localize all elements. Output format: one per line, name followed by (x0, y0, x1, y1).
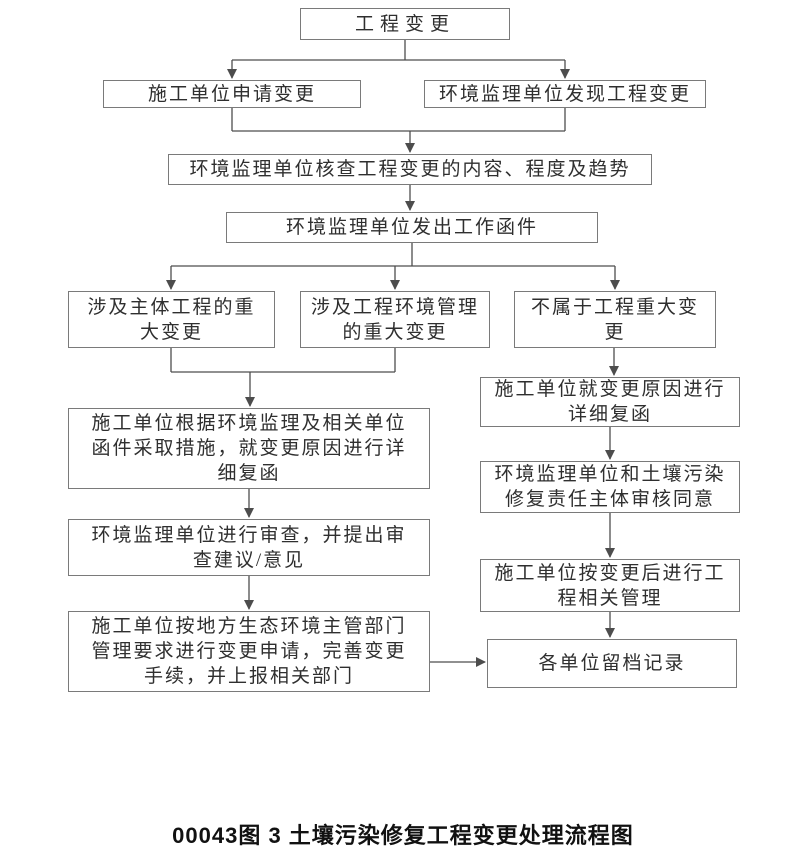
edge-branches-merge (170, 348, 396, 407)
node-branch-main-project-major-change: 涉及主体工程的重 大变更 (68, 291, 275, 348)
node-branch-not-major-change: 不属于工程重大变 更 (514, 291, 716, 348)
node-supervisor-review-opinion: 环境监理单位进行审查，并提出审 查建议/意见 (68, 519, 430, 576)
node-project-change: 工程变更 (300, 8, 510, 40)
node-contractor-reason-reply: 施工单位就变更原因进行 详细复函 (480, 377, 740, 427)
node-branch-env-management-major-change: 涉及工程环境管理 的重大变更 (300, 291, 490, 348)
node-supervisor-discover-change: 环境监理单位发现工程变更 (424, 80, 706, 108)
node-contractor-report-authority: 施工单位按地方生态环境主管部门 管理要求进行变更申请，完善变更 手续，并上报相关… (68, 611, 430, 692)
node-archive-records: 各单位留档记录 (487, 639, 737, 688)
node-supervisor-work-letter: 环境监理单位发出工作函件 (226, 212, 598, 243)
node-contractor-apply-change: 施工单位申请变更 (103, 80, 361, 108)
node-contractor-detailed-reply: 施工单位根据环境监理及相关单位 函件采取措施，就变更原因进行详 细复函 (68, 408, 430, 489)
node-supervisor-verify-change: 环境监理单位核查工程变更的内容、程度及趋势 (168, 154, 652, 185)
node-supervisor-owner-approve: 环境监理单位和土壤污染 修复责任主体审核同意 (480, 461, 740, 513)
figure-caption: 00043图 3 土壤污染修复工程变更处理流程图 (172, 823, 634, 848)
edge-start-split (227, 40, 570, 79)
edge-letter-split (166, 243, 620, 290)
node-post-change-management: 施工单位按变更后进行工 程相关管理 (480, 559, 740, 612)
edge-merge-to-verify (231, 108, 566, 153)
